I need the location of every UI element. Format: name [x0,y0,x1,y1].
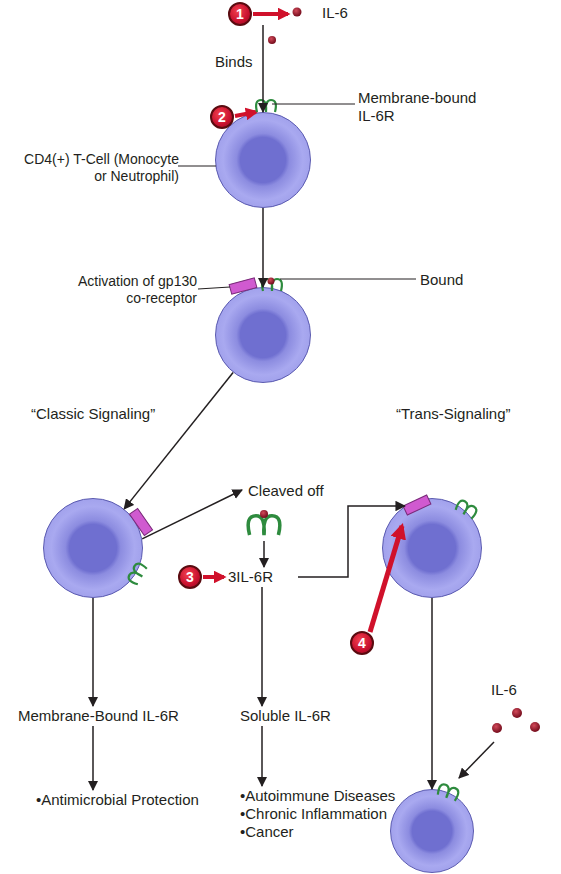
node-text: •Antimicrobial Protection [36,791,234,809]
callout-number: 3 [178,565,202,589]
cell-circle: Activation of gp130 co-receptorBound [215,287,311,383]
node-text: Membrane-bound IL-6R [358,89,483,125]
flow-arrow [92,726,94,790]
flow-arrow [261,587,263,706]
leader-line [272,104,355,105]
node-text: Membrane-Bound IL-6R [18,707,192,725]
il6-molecule [260,510,268,518]
node-text: 3IL-6R [228,568,298,586]
leader-line [280,279,416,280]
callout-number: 4 [350,631,374,655]
il6-molecule [293,8,302,17]
il6-molecule [530,722,540,732]
il6-molecule [492,723,502,733]
edge-label: Binds [215,53,253,71]
node-text: IL-6 [491,681,535,699]
receptor-symbol [248,516,280,535]
il6-molecule [512,708,522,718]
node-text: •Autoimmune Diseases [240,787,408,805]
pathway-label: Soluble IL-6R [238,706,353,726]
flow-arrow [263,541,265,567]
flow-arrow [262,25,264,112]
node-text: Activation of gp130 co-receptor [63,273,197,307]
node-text: IL-6 [322,4,364,22]
node-text: Soluble IL-6R [240,707,353,725]
callout-arrow [203,575,224,579]
node-text: Cleaved off [248,482,340,500]
node-text: CD4(+) T-Cell (Monocyte or Neutrophil) [11,151,179,185]
node-text: “Classic Signaling” [31,405,181,423]
outcome-list: •Autoimmune Diseases•Chronic Inflammatio… [238,786,408,844]
node-text: “Trans-Signaling” [396,405,546,423]
node-text: •Cancer [240,823,408,841]
il6-molecule [268,36,276,44]
binding-arrow [459,742,494,778]
flow-arrow [431,598,433,789]
node-text: Bound [420,271,480,289]
callout-number: 2 [210,105,234,129]
process-label: Cleaved off [242,481,342,541]
cell-circle: IL-6 [390,789,474,873]
flow-arrow [92,598,94,706]
leader-line [178,166,216,167]
receptor-symbol [256,100,276,112]
flow-arrow [262,208,264,287]
pathway-label: Membrane-Bound IL-6R [16,706,192,726]
flow-arrow [261,726,263,786]
molecule-label: IL-6 [255,3,365,25]
callout-number: 1 [228,2,252,26]
cell-circle: “Trans-Signaling” [382,498,482,598]
flow-arrow [142,490,242,539]
node-text: •Chronic Inflammation [240,805,408,823]
il6-molecule [268,278,275,285]
outcome-list: •Antimicrobial Protection [34,790,234,810]
callout-arrow [253,12,288,16]
flow-arrow [124,373,233,509]
leader-line [198,287,230,289]
receptor-label: 3IL-6R [226,567,298,587]
cell-circle: “Classic Signaling” [43,498,143,598]
